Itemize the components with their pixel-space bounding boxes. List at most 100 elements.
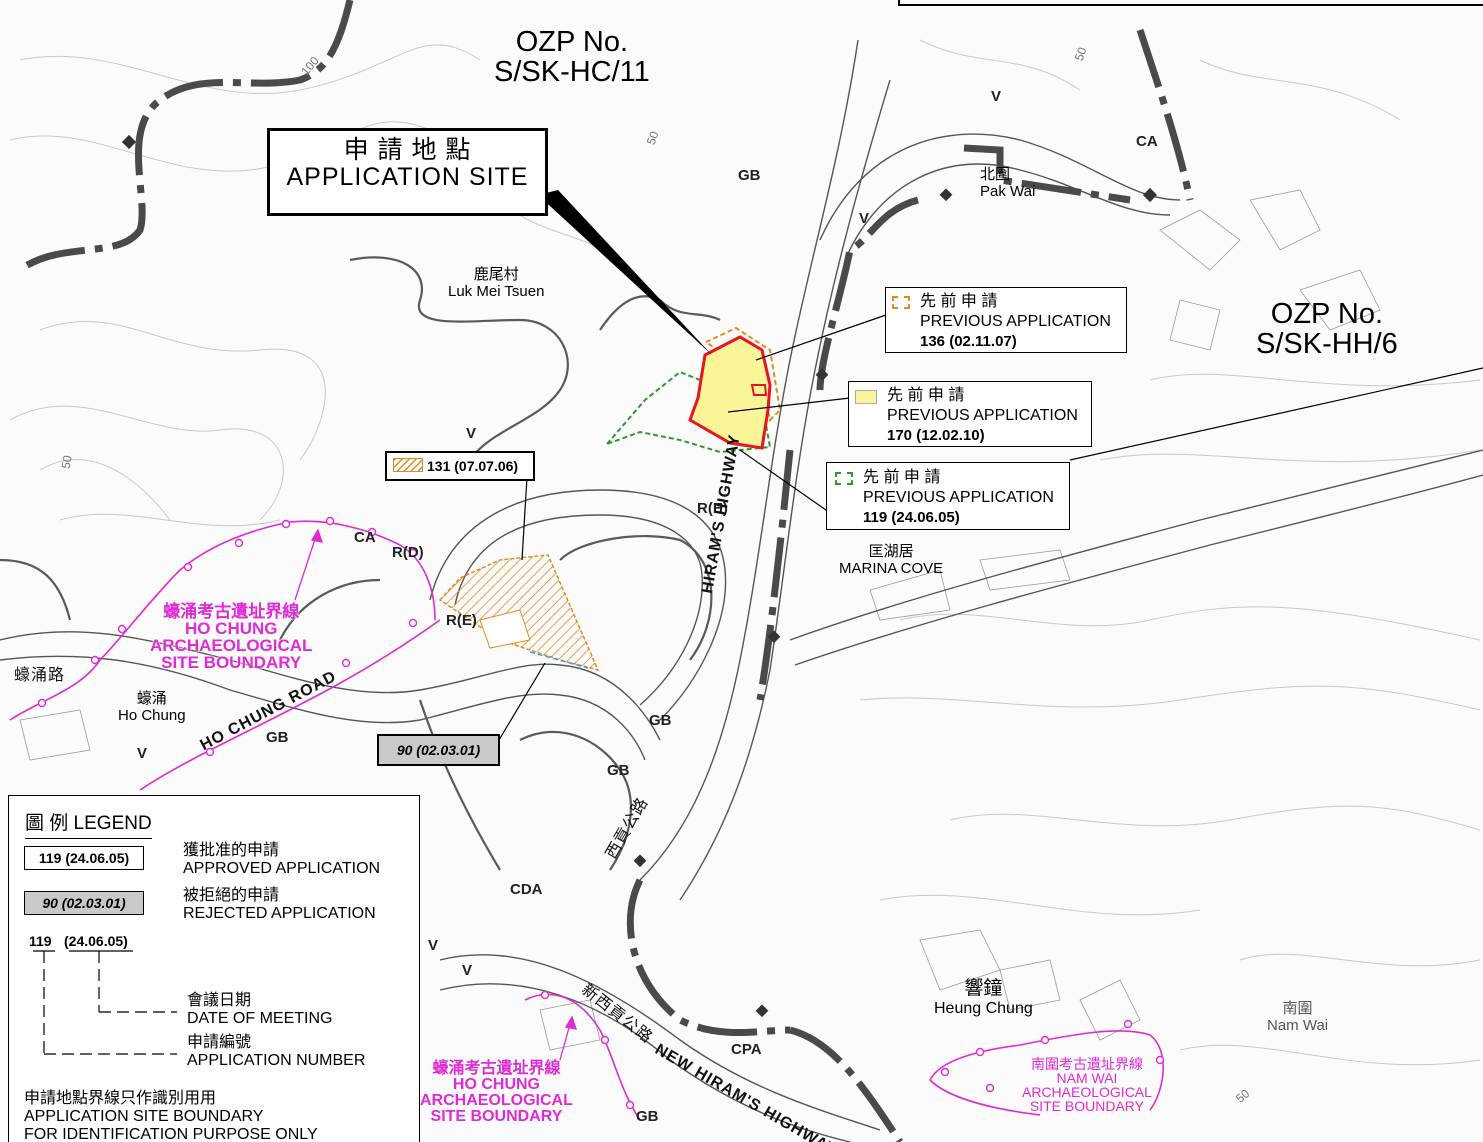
place-zh: 北圍 [980, 166, 1011, 183]
swatch-136 [892, 296, 910, 309]
arch-en2: ARCHAEOLOGICAL [420, 1092, 573, 1109]
place-nam-wai: 南圍 Nam Wai [1267, 1000, 1328, 1034]
place-en: MARINA COVE [839, 560, 944, 577]
legend-approved-zh: 獲批准的申請 [183, 842, 280, 859]
legend-appno-zh: 申請編號 [187, 1034, 252, 1051]
arch-zh: 蠔涌考古遺址界線 [163, 602, 300, 621]
zone-label: GB [607, 762, 630, 779]
zone-label: V [466, 425, 477, 442]
swatch-131 [393, 458, 423, 472]
leader-lines [495, 314, 1483, 746]
swatch-170 [855, 390, 877, 404]
zone-label: GB [636, 1108, 659, 1125]
arch-en1: NAM WAI [1056, 1070, 1118, 1086]
legend-rejected-text: 被拒絕的申請 REJECTED APPLICATION [183, 887, 376, 923]
place-marina-cove: 匡湖居 MARINA COVE [839, 543, 943, 577]
archaeological-markers [37, 516, 1165, 1110]
callout-application-131: 131 (07.07.06) [385, 451, 535, 481]
place-en: Ho Chung [118, 707, 186, 724]
application-site-en: APPLICATION SITE [286, 163, 529, 191]
contour-label: 50 [58, 454, 75, 470]
legend-rejected-zh: 被拒絕的申請 [183, 887, 280, 904]
place-zh: 蠔涌 [136, 690, 167, 707]
callout-en: PREVIOUS APPLICATION [887, 407, 1078, 424]
legend-appno-en: APPLICATION NUMBER [187, 1052, 366, 1069]
arch-en3: SITE BOUNDARY [430, 1108, 563, 1125]
legend-boundary-zh: 申請地點界線只作識別用用 [24, 1090, 217, 1107]
callout-number: 119 (24.06.05) [863, 509, 960, 526]
zone-label: V [137, 745, 148, 762]
zone-label: V [991, 88, 1002, 105]
place-en: Nam Wai [1267, 1017, 1329, 1034]
arch-en1: HO CHUNG [452, 1076, 540, 1093]
legend-rejected-en: REJECTED APPLICATION [183, 905, 376, 922]
swatch-119 [835, 472, 853, 485]
zone-label: V [859, 210, 870, 227]
zone-label: CA [354, 529, 376, 546]
arch-en3: SITE BOUNDARY [1029, 1098, 1145, 1114]
arch-zh: 南圍考古遺址界線 [1030, 1056, 1143, 1072]
ozp-label-hh: OZP No. S/SK-HH/6 [1256, 299, 1398, 359]
legend-meeting-zh: 會議日期 [187, 992, 252, 1009]
zone-label: V [428, 937, 439, 954]
legend-boundary-en2: FOR IDENTIFICATION PURPOSE ONLY [24, 1126, 318, 1142]
legend-appno-text: 申請編號 APPLICATION NUMBER [187, 1034, 365, 1070]
callout-zh: 先 前 申 請 [920, 293, 998, 310]
place-zh: 南圍 [1282, 1000, 1313, 1017]
callout-previous-170: 先 前 申 請 PREVIOUS APPLICATION 170 (12.02.… [848, 381, 1092, 447]
place-pak-wai: 北圍 Pak Wai [980, 166, 1035, 200]
zone-label: GB [649, 712, 672, 729]
zone-label: CA [1136, 133, 1158, 150]
place-en: Pak Wai [980, 183, 1036, 200]
archaeological-label-ho-chung-1: 蠔涌考古遺址界線 HO CHUNG ARCHAEOLOGICAL SITE BO… [150, 603, 312, 671]
callout-number: 131 (07.07.06) [427, 458, 519, 474]
ozp-line1: OZP No. [515, 26, 629, 58]
roads [0, 39, 1483, 1142]
application-site-pointer [538, 190, 712, 355]
legend-boundary-text: 申請地點界線只作識別用用 APPLICATION SITE BOUNDARY F… [24, 1090, 318, 1142]
legend-approved-en: APPROVED APPLICATION [183, 860, 381, 877]
legend-title: 圖 例 LEGEND [25, 808, 152, 839]
callout-number: 136 (02.11.07) [920, 333, 1017, 350]
legend-boundary-en1: APPLICATION SITE BOUNDARY [24, 1108, 264, 1125]
place-en: Luk Mei Tsuen [448, 283, 545, 300]
place-en: Heung Chung [934, 1000, 1033, 1017]
place-heung-chung: 響鐘 Heung Chung [934, 978, 1033, 1017]
zone-label: CPA [731, 1041, 762, 1058]
ozp-line2: S/SK-HH/6 [1256, 328, 1398, 360]
archaeological-label-nam-wai: 南圍考古遺址界線 NAM WAI ARCHAEOLOGICAL SITE BOU… [1022, 1057, 1152, 1113]
place-zh: 鹿尾村 [473, 266, 519, 283]
zone-label: R(E) [697, 500, 728, 517]
arch-en2: ARCHAEOLOGICAL [150, 636, 313, 655]
callout-previous-136: 先 前 申 請 PREVIOUS APPLICATION 136 (02.11.… [885, 287, 1127, 353]
zone-label: V [462, 962, 473, 979]
archaeological-label-ho-chung-2: 蠔涌考古遺址界線 HO CHUNG ARCHAEOLOGICAL SITE BO… [420, 1061, 573, 1125]
road-label-ho-chung-road-zh: 蠔涌路 [14, 667, 66, 684]
archaeological-arrows [294, 528, 577, 1061]
place-zh: 響鐘 [964, 978, 1003, 999]
legend-key-number: 119 [29, 933, 52, 949]
callout-zh: 先 前 申 請 [887, 387, 965, 404]
legend-panel: 圖 例 LEGEND 119 (24.06.05) 獲批准的申請 APPROVE… [8, 795, 420, 1142]
zone-label: GB [266, 729, 289, 746]
application-site-area [688, 335, 772, 450]
ozp-line1: OZP No. [1270, 298, 1384, 330]
zone-label: R(D) [392, 544, 424, 561]
legend-approved-sample: 119 (24.06.05) [24, 846, 144, 870]
legend-approved-text: 獲批准的申請 APPROVED APPLICATION [183, 842, 380, 878]
place-luk-mei-tsuen: 鹿尾村 Luk Mei Tsuen [448, 266, 544, 300]
arch-en1: HO CHUNG [184, 619, 278, 638]
legend-key-date: (24.06.05) [64, 933, 128, 949]
arch-en3: SITE BOUNDARY [161, 653, 302, 672]
application-136-area [704, 326, 782, 422]
map-frame-top [898, 0, 1483, 6]
callout-number: 170 (12.02.10) [887, 427, 985, 444]
ozp-label-hc: OZP No. S/SK-HC/11 [494, 27, 650, 87]
zone-label: R(E) [446, 612, 477, 629]
building-outlines [19, 189, 1381, 1051]
zone-label: CDA [510, 881, 543, 898]
callout-en: PREVIOUS APPLICATION [920, 313, 1111, 330]
legend-meeting-text: 會議日期 DATE OF MEETING [187, 992, 332, 1028]
application-site-label: 申 請 地 點 APPLICATION SITE [267, 128, 548, 216]
